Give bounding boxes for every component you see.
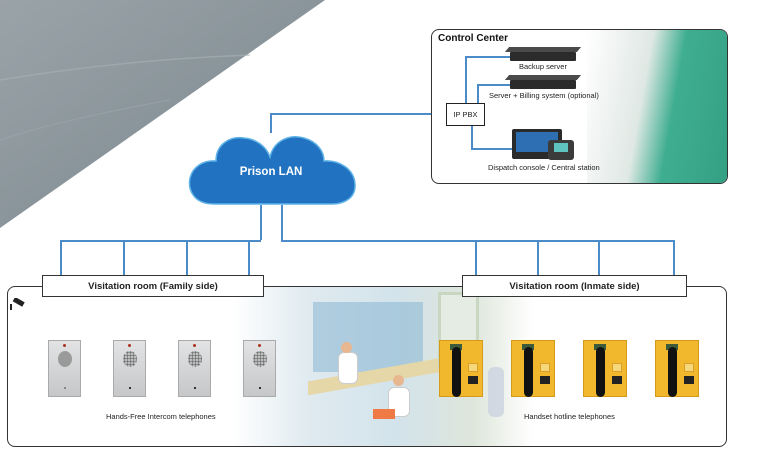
lan-down-right-line bbox=[281, 205, 283, 240]
guard-figure bbox=[488, 367, 504, 417]
family-bus-line bbox=[60, 240, 261, 242]
hotline-caption: Handset hotline telephones bbox=[524, 412, 615, 421]
hands-free-intercom-icon bbox=[178, 340, 211, 397]
glass-partition bbox=[313, 302, 423, 372]
lan-to-control-center-line-h bbox=[270, 113, 432, 115]
pbx-to-backup-line-h bbox=[465, 56, 510, 58]
inmate-drop-2 bbox=[537, 240, 539, 276]
hotline-telephone-icon bbox=[511, 340, 555, 397]
family-drop-2 bbox=[123, 240, 125, 276]
pbx-to-console-line-v bbox=[471, 124, 473, 148]
backup-server-label: Backup server bbox=[519, 62, 567, 71]
pbx-to-billing-line-h bbox=[477, 84, 510, 86]
backup-server-icon bbox=[510, 52, 576, 61]
visitor-head bbox=[341, 342, 352, 353]
inmate-drop-4 bbox=[673, 240, 675, 276]
pbx-to-billing-line-v bbox=[477, 84, 479, 103]
control-center-title: Control Center bbox=[438, 33, 508, 44]
cloud-icon bbox=[188, 136, 356, 205]
inmate-side-tag: Visitation room (Inmate side) bbox=[462, 275, 687, 297]
family-side-tag: Visitation room (Family side) bbox=[42, 275, 264, 297]
intercom-caption: Hands-Free Intercom telephones bbox=[106, 412, 216, 421]
inmate-head bbox=[393, 375, 404, 386]
family-drop-4 bbox=[248, 240, 250, 276]
visitor-figure bbox=[338, 352, 358, 384]
pbx-to-backup-line-v bbox=[465, 56, 467, 103]
prison-lan-label: Prison LAN bbox=[239, 166, 303, 178]
inmate-bus-line bbox=[281, 240, 674, 242]
family-drop-3 bbox=[186, 240, 188, 276]
dispatch-console-label: Dispatch console / Central station bbox=[488, 163, 600, 172]
control-room-illustration bbox=[587, 30, 727, 183]
pbx-to-console-line-h bbox=[471, 148, 512, 150]
hands-free-intercom-icon bbox=[48, 340, 81, 397]
inmate-drop-3 bbox=[598, 240, 600, 276]
hotline-telephone-icon bbox=[655, 340, 699, 397]
security-camera-icon bbox=[10, 298, 25, 310]
lan-down-left-line bbox=[260, 205, 262, 240]
hands-free-intercom-icon bbox=[243, 340, 276, 397]
lan-to-control-center-line-v bbox=[270, 113, 272, 133]
billing-server-label: Server + Billing system (optional) bbox=[489, 91, 599, 100]
billing-server-icon bbox=[510, 80, 576, 89]
family-drop-1 bbox=[60, 240, 62, 276]
inmate-drop-1 bbox=[475, 240, 477, 276]
ip-pbx-box: IP PBX bbox=[446, 103, 485, 126]
hotline-telephone-icon bbox=[439, 340, 483, 397]
visitation-room-illustration bbox=[233, 287, 533, 446]
hands-free-intercom-icon bbox=[113, 340, 146, 397]
desk-phone-icon bbox=[548, 140, 574, 160]
hotline-telephone-icon bbox=[583, 340, 627, 397]
inmate-legs bbox=[373, 409, 395, 419]
